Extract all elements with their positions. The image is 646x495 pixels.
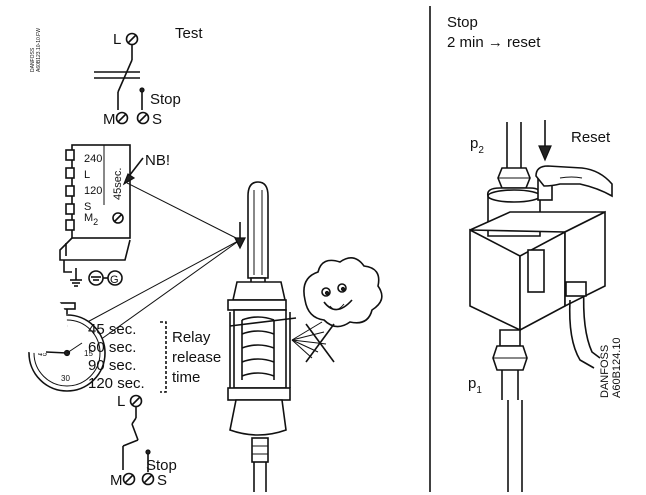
release-time-60: 60 sec.	[88, 339, 136, 356]
stopwatch-tick-30: 30	[61, 374, 70, 383]
scale-s: S	[84, 201, 91, 213]
scale-m: M2	[84, 212, 98, 227]
pressure-control-unit: p2 Reset p1	[468, 120, 613, 492]
terminal-s-bottom-label: S	[157, 472, 167, 489]
terminal-l-top-label: L	[113, 31, 121, 48]
stopwatch-tick-45: 45	[38, 349, 47, 358]
right-code-group: DANFOSS A60B124.10	[599, 337, 623, 398]
bottom-switch-diagram: L M S Stop	[110, 393, 177, 489]
ground-g-label: G	[110, 274, 119, 286]
terminal-m-top-label: M	[103, 111, 116, 128]
relay-box: 240 L 120 S M2 45sec. G NB!	[59, 144, 170, 287]
left-code-line2: A60B123.10-10.FW	[36, 28, 42, 72]
stopwatch-tick-15: 15	[84, 349, 93, 358]
terminal-l-bottom-label: L	[117, 393, 125, 410]
p1-label: p1	[468, 375, 482, 396]
relay-caption-line2: release	[172, 349, 221, 366]
release-time-90: 90 sec.	[88, 357, 136, 374]
test-label: Test	[175, 25, 203, 42]
left-code-line1: DANFOSS	[30, 47, 36, 72]
ground-g-terminal	[107, 270, 123, 286]
p2-label: p2	[470, 135, 484, 156]
screwdriver-unit	[227, 181, 297, 492]
stopwatch: 0 15 30 45	[5, 291, 106, 392]
ground-symbol	[88, 270, 104, 286]
reset-label: Reset	[571, 129, 611, 146]
right-title-line2: 2 min → reset	[447, 34, 541, 51]
right-code-line2: A60B124.10	[611, 337, 623, 398]
pointer-lines	[79, 182, 241, 341]
gas-puff-crossed	[291, 321, 335, 363]
nb-label: NB!	[145, 152, 170, 169]
right-title-line1: Stop	[447, 14, 478, 31]
stop-label-bottom: Stop	[146, 457, 177, 474]
scale-120: 120	[84, 185, 102, 197]
stop-label-top: Stop	[150, 91, 181, 108]
top-switch-diagram: Test L M S Stop	[94, 25, 203, 128]
release-time-120: 120 sec.	[88, 375, 145, 392]
right-code-line1: DANFOSS	[599, 345, 611, 398]
timer-setting-label: 45sec.	[112, 168, 124, 200]
relay-caption-line1: Relay	[172, 329, 211, 346]
terminal-s-top-label: S	[152, 111, 162, 128]
release-times: 45 sec. 60 sec. 90 sec. 120 sec. Relay r…	[88, 321, 221, 393]
scale-240: 240	[84, 153, 102, 165]
left-code-group: DANFOSS A60B123.10-10.FW	[30, 28, 42, 72]
release-time-45: 45 sec.	[88, 321, 136, 338]
scale-l: L	[84, 169, 90, 181]
terminal-m-bottom-label: M	[110, 472, 123, 489]
relay-caption-line3: time	[172, 369, 200, 386]
happy-cloud-face	[303, 257, 383, 328]
